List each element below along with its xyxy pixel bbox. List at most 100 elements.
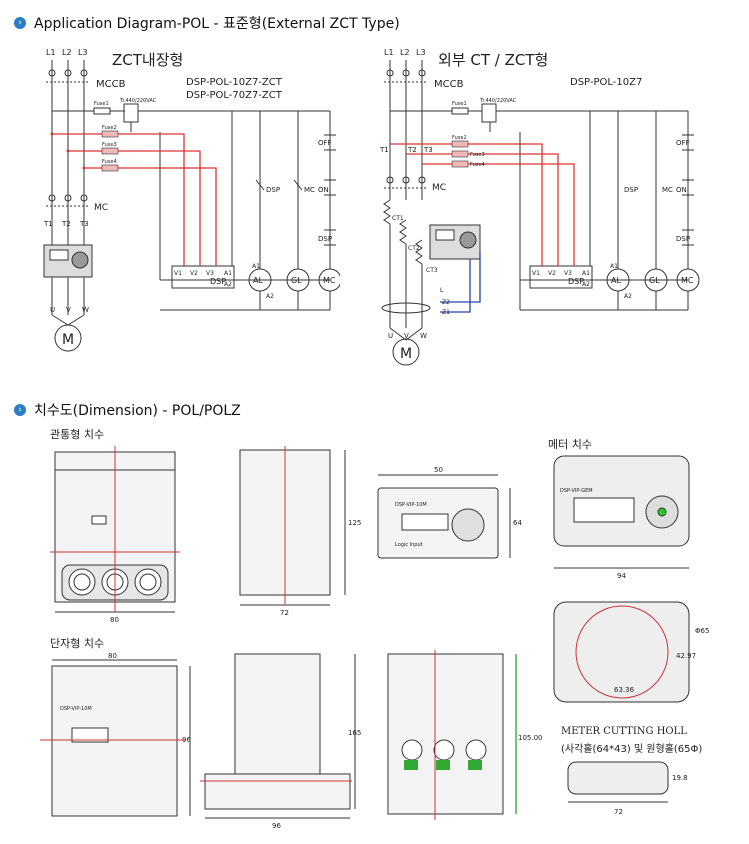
- fuse1-label: Fuse1: [94, 101, 109, 107]
- a2-label: A2: [266, 293, 274, 300]
- switch-label: DSP: [676, 235, 690, 243]
- lamp-label: GL: [649, 276, 660, 285]
- right-model: DSP-POL-10Z7: [570, 77, 643, 88]
- cutting-hole-subtitle: (사각홀(64*43) 및 원형홀(65Φ): [561, 744, 703, 755]
- a1-label: A1: [610, 263, 618, 270]
- dsp-terminal: V3: [206, 270, 214, 277]
- ct-label: CT3: [426, 267, 438, 274]
- uvw-label: U: [50, 306, 55, 314]
- t-label: T1: [379, 146, 389, 154]
- right-diagram-title: 외부 CT / ZCT형: [438, 51, 549, 69]
- through-type-label: 관통형 치수: [50, 428, 105, 441]
- fuse-label: Fuse3: [470, 152, 485, 158]
- dsp-terminal: V2: [548, 270, 556, 277]
- dim-label: 96: [272, 822, 281, 830]
- a1-label: A1: [252, 263, 260, 270]
- a2-label: A2: [624, 293, 632, 300]
- section1-title: Application Diagram-POL - 표준형(External Z…: [34, 16, 400, 32]
- bullet-arrow-icon: ›: [14, 17, 26, 29]
- section2-title: 치수도(Dimension) - POL/POLZ: [34, 403, 241, 419]
- dsp-terminal: V1: [174, 270, 182, 277]
- right-wiring-diagram: L1 L2 L3 MCCB Fuse1 Tr.440/220VAC Fuse2 …: [379, 48, 700, 366]
- section1-header: › Application Diagram-POL - 표준형(External…: [14, 13, 400, 33]
- t-label: T1: [43, 220, 53, 228]
- fuse1-label: Fuse1: [452, 101, 467, 107]
- left-model-1: DSP-POL-10Z7-ZCT: [186, 77, 282, 88]
- t-label: T3: [79, 220, 89, 228]
- mc-switch-label: MC: [662, 186, 673, 194]
- dsp-terminal: A1: [582, 270, 590, 277]
- left-model-2: DSP-POL-70Z7-ZCT: [186, 90, 282, 101]
- lamp-label: AL: [611, 276, 621, 285]
- bullet-arrow-icon: ›: [14, 404, 26, 416]
- ct-label: CT2: [408, 245, 420, 252]
- section2-header: › 치수도(Dimension) - POL/POLZ: [14, 400, 241, 420]
- switch-label: OFF: [318, 139, 332, 147]
- left-wiring-diagram: L1 L2 L3 MCCB Fuse1 Tr.440/220VAC Fuse2 …: [43, 48, 340, 352]
- dsp-switch-label: DSP: [624, 186, 638, 194]
- lamp-label: AL: [253, 276, 263, 285]
- z-label: Z2: [442, 299, 450, 306]
- mccb-label: MCCB: [434, 79, 464, 90]
- dim-label: 80: [108, 652, 117, 660]
- l-label: L: [440, 287, 444, 294]
- left-diagram-title: ZCT내장형: [112, 51, 184, 69]
- dsp-terminal: V3: [564, 270, 572, 277]
- dim-label: 94: [617, 572, 626, 580]
- dim-label: 19.8: [672, 774, 688, 782]
- mc-switch-label: MC: [304, 186, 315, 194]
- cutting-hole-title: METER CUTTING HOLL: [561, 726, 687, 737]
- t-label: T2: [407, 146, 417, 154]
- uvw-label: W: [82, 306, 89, 314]
- switch-label: ON: [676, 186, 687, 194]
- lamp-label: MC: [681, 276, 694, 285]
- line-label: L1: [384, 48, 394, 57]
- dsp-terminal: V2: [190, 270, 198, 277]
- dsp-terminal: A2: [224, 281, 232, 288]
- switch-label: ON: [318, 186, 329, 194]
- dim-label: 42.97: [676, 652, 696, 660]
- logic-input-label: Logic Input: [395, 542, 423, 548]
- dim-label: 125: [348, 519, 361, 527]
- dimension-drawings: 80 72 125 50 64 94 80 96 96 165 105.00 Φ…: [40, 446, 709, 830]
- uvw-label: V: [66, 306, 71, 314]
- dim-label: 50: [434, 466, 443, 474]
- fuse-label: Fuse4: [470, 162, 485, 168]
- t-label: T2: [61, 220, 71, 228]
- dim-label: 96: [182, 736, 191, 744]
- switch-label: DSP: [318, 235, 332, 243]
- lamp-label: GL: [291, 276, 302, 285]
- meter-dim-label: 메터 치수: [548, 438, 592, 451]
- uvw-label: V: [404, 332, 409, 340]
- line-label: L3: [78, 48, 88, 57]
- line-label: L3: [416, 48, 426, 57]
- dsp-label: DSP: [568, 277, 584, 286]
- mc-label: MC: [432, 183, 446, 193]
- t-label: T3: [423, 146, 433, 154]
- z-label: Z1: [442, 309, 450, 316]
- line-label: L2: [62, 48, 72, 57]
- dim-label: 63.36: [614, 686, 635, 694]
- dim-label: 165: [348, 729, 361, 737]
- meter-model-label: DSP-VIP-GEM: [560, 488, 593, 494]
- terminal-type-label: 단자형 치수: [50, 637, 105, 650]
- line-label: L2: [400, 48, 410, 57]
- dsp-label: DSP: [210, 277, 226, 286]
- switch-label: OFF: [676, 139, 690, 147]
- dsp-terminal: A2: [582, 281, 590, 288]
- device-model-label: DSP-VIP-10M: [60, 706, 92, 712]
- dim-label: 105.00: [518, 734, 543, 742]
- dim-label: 72: [614, 808, 623, 816]
- relay-model-label: DSP-VIP-10M: [395, 502, 427, 508]
- transformer-label: Tr.440/220VAC: [479, 98, 517, 104]
- uvw-label: W: [420, 332, 427, 340]
- motor-label: M: [62, 332, 74, 348]
- dsp-switch-label: DSP: [266, 186, 280, 194]
- line-label: L1: [46, 48, 56, 57]
- dim-label: Φ65: [695, 627, 709, 635]
- dsp-terminal: A1: [224, 270, 232, 277]
- ct-label: CT1: [392, 215, 404, 222]
- mccb-label: MCCB: [96, 79, 126, 90]
- transformer-label: Tr.440/220VAC: [119, 98, 157, 104]
- fuse-label: Fuse2: [102, 125, 117, 131]
